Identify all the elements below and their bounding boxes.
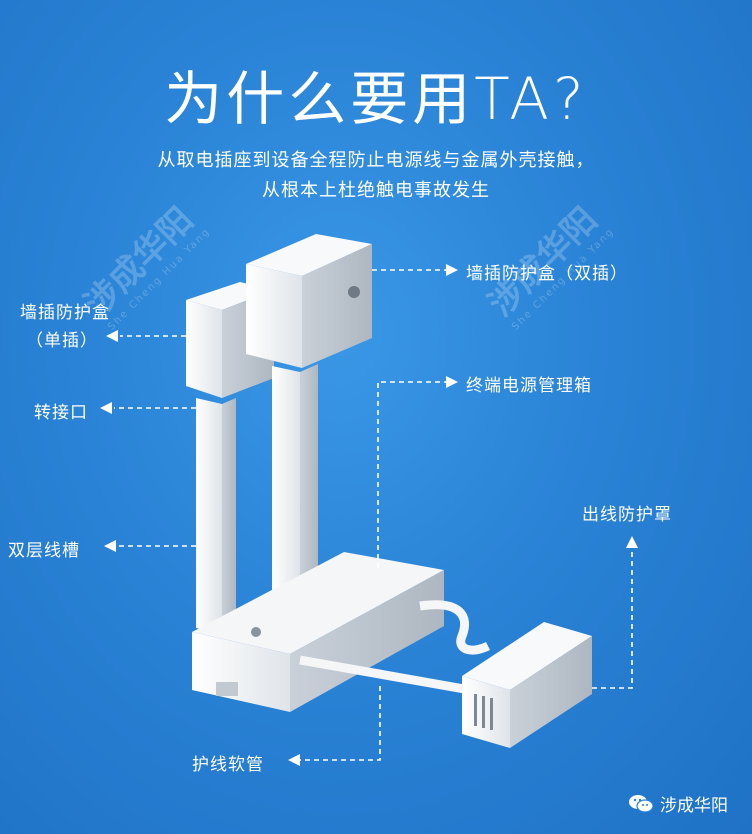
double-box-side bbox=[302, 244, 372, 368]
double-socket-box bbox=[246, 234, 372, 368]
right-trunk-front bbox=[272, 366, 300, 592]
double-box-top bbox=[246, 234, 372, 276]
cover-side bbox=[510, 636, 592, 748]
arrow-right-icon bbox=[446, 264, 458, 276]
label-double-trunking: 双层线槽 bbox=[8, 541, 80, 561]
wechat-icon bbox=[628, 794, 654, 814]
subtitle-line1: 从取电插座到设备全程防止电源线与金属外壳接触， bbox=[157, 150, 595, 171]
leader-lines bbox=[114, 269, 633, 761]
label-single-socket-box: 墙插防护盒 bbox=[20, 303, 110, 323]
arrow-left-icon bbox=[106, 330, 118, 342]
single-box-front bbox=[186, 300, 222, 398]
arrow-left-icon bbox=[104, 540, 116, 552]
left-trunk-front bbox=[196, 398, 222, 632]
arrow-left-icon bbox=[100, 402, 112, 414]
label-adapter: 转接口 bbox=[34, 403, 88, 423]
cover-vent bbox=[490, 698, 493, 730]
left-trunking bbox=[196, 398, 236, 632]
right-trunking bbox=[272, 364, 318, 592]
double-box-hole bbox=[348, 286, 360, 298]
left-trunk-side bbox=[222, 398, 236, 632]
leader-soft-tube bbox=[300, 686, 381, 761]
label-terminal-power-box: 终端电源管理箱 bbox=[466, 376, 592, 396]
leader-terminal-box bbox=[377, 381, 446, 568]
terminal-box-port bbox=[216, 682, 238, 696]
terminal-box-screw bbox=[251, 627, 261, 637]
soft-tube-lower bbox=[299, 655, 471, 695]
arrow-up-icon bbox=[626, 536, 638, 548]
right-trunk-side bbox=[300, 364, 318, 592]
leader-outlet-cover bbox=[592, 548, 633, 689]
subtitle-line2: 从根本上杜绝触电事故发生 bbox=[262, 180, 490, 201]
cover-vents bbox=[474, 694, 493, 730]
outlet-protective-cover bbox=[462, 622, 592, 748]
arrowheads bbox=[100, 264, 638, 766]
label-soft-tube: 护线软管 bbox=[192, 755, 264, 775]
double-box-front bbox=[246, 264, 302, 368]
source-credit: 涉成华阳 bbox=[628, 791, 728, 816]
page-title: 为什么要用TA? bbox=[164, 65, 588, 133]
terminal-power-box bbox=[192, 552, 444, 712]
cover-top bbox=[462, 622, 592, 690]
cover-vent bbox=[474, 694, 477, 726]
label-single-socket-suffix: （单插） bbox=[26, 331, 98, 351]
label-double-socket-box: 墙插防护盒（双插） bbox=[466, 264, 628, 284]
credit-text: 涉成华阳 bbox=[660, 796, 728, 816]
arrow-right-icon bbox=[446, 376, 458, 388]
protective-soft-tube bbox=[299, 600, 491, 695]
cover-vent bbox=[482, 696, 485, 728]
soft-tube-upper bbox=[419, 600, 491, 655]
terminal-box-side bbox=[290, 570, 444, 712]
arrow-left-icon bbox=[288, 754, 300, 766]
label-outlet-cover: 出线防护罩 bbox=[582, 505, 672, 525]
